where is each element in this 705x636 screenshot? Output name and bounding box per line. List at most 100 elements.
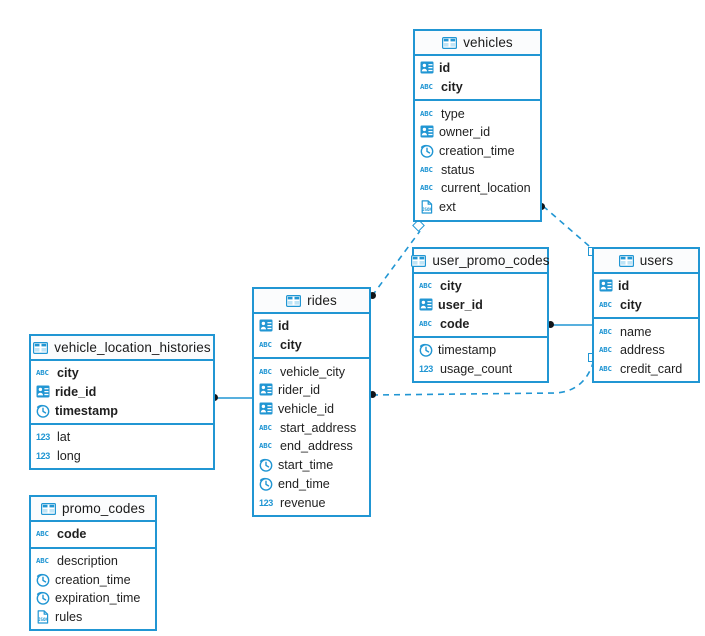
field-label: ext <box>439 200 456 215</box>
field-vehicle_location_histories-lat[interactable]: 123 lat <box>31 428 213 447</box>
table-icon <box>618 254 634 267</box>
table-user_promo_codes[interactable]: user_promo_codes ABC city user_id ABC co… <box>411 247 550 384</box>
field-promo_codes-expiration_time[interactable]: expiration_time <box>31 589 155 608</box>
string-type-icon: ABC <box>259 422 272 432</box>
primary-key-section: id ABC city <box>415 56 540 102</box>
string-type-icon: ABC <box>259 441 272 451</box>
table-header-promo_codes[interactable]: promo_codes <box>31 497 155 522</box>
table-promo_codes[interactable]: promo_codes ABC code ABC description cre… <box>29 495 157 632</box>
field-label: description <box>57 554 118 569</box>
link-vehicles-to-users[interactable] <box>542 205 597 253</box>
clock-icon <box>420 144 434 158</box>
field-rides-start_address[interactable]: ABC start_address <box>254 418 369 437</box>
field-label: start_address <box>280 420 357 435</box>
field-promo_codes-description[interactable]: ABC description <box>31 552 155 571</box>
field-label: revenue <box>280 495 326 510</box>
field-rides-vehicle_city[interactable]: ABC vehicle_city <box>254 362 369 381</box>
clock-icon <box>419 343 433 358</box>
field-users-city[interactable]: ABC city <box>594 296 698 315</box>
table-icon <box>442 36 458 49</box>
table-users[interactable]: users id ABC city ABC name ABC <box>592 247 700 384</box>
field-users-credit_card[interactable]: ABC credit_card <box>594 360 698 379</box>
primary-key-section: id ABC city <box>594 274 698 320</box>
field-vehicles-owner_id[interactable]: owner_id <box>415 123 540 142</box>
field-label: city <box>620 298 642 313</box>
field-label: id <box>278 319 290 334</box>
columns-section: ABC description creation_time expiration… <box>31 549 155 630</box>
clock-icon <box>36 404 50 418</box>
string-type-icon: ABC <box>419 281 432 291</box>
field-rides-vehicle_id[interactable]: vehicle_id <box>254 400 369 419</box>
field-vehicles-creation_time[interactable]: creation_time <box>415 142 540 161</box>
field-label: city <box>441 80 463 95</box>
table-header-vehicles[interactable]: vehicles <box>415 31 540 56</box>
table-vehicle_location_histories[interactable]: vehicle_location_histories ABC city ride… <box>29 334 215 471</box>
table-header-vehicle_location_histories[interactable]: vehicle_location_histories <box>31 336 213 361</box>
field-label: creation_time <box>439 144 515 159</box>
field-user_promo_codes-code[interactable]: ABC code <box>414 314 547 333</box>
table-title: user_promo_codes <box>432 253 550 268</box>
field-rides-end_time[interactable]: end_time <box>254 475 369 494</box>
field-promo_codes-creation_time[interactable]: creation_time <box>31 570 155 589</box>
field-user_promo_codes-timestamp[interactable]: timestamp <box>414 341 547 360</box>
uuid-card-icon <box>36 385 50 399</box>
primary-key-section: ABC city ride_id timestamp <box>31 361 213 426</box>
field-label: start_time <box>278 458 334 473</box>
field-users-name[interactable]: ABC name <box>594 322 698 341</box>
field-label: city <box>57 366 79 381</box>
uuid-card-icon <box>419 298 433 312</box>
field-vehicle_location_histories-city[interactable]: ABC city <box>31 364 213 383</box>
field-label: credit_card <box>620 362 683 377</box>
string-type-icon: ABC <box>599 364 612 374</box>
field-label: status <box>441 162 475 177</box>
field-vehicles-ext[interactable]: JSON ext <box>415 198 540 217</box>
field-user_promo_codes-user_id[interactable]: user_id <box>414 296 547 315</box>
field-user_promo_codes-usage_count[interactable]: 123 usage_count <box>414 360 547 379</box>
field-label: timestamp <box>438 343 497 358</box>
uuid-card-icon <box>259 383 273 397</box>
field-rides-revenue[interactable]: 123 revenue <box>254 493 369 512</box>
field-vehicle_location_histories-timestamp[interactable]: timestamp <box>31 401 213 420</box>
table-icon <box>41 502 57 515</box>
number-type-icon: 123 <box>259 497 273 508</box>
field-users-id[interactable]: id <box>594 277 698 296</box>
field-vehicle_location_histories-ride_id[interactable]: ride_id <box>31 383 213 402</box>
table-rides[interactable]: rides id ABC city ABC vehicle_city <box>252 287 371 517</box>
field-vehicles-status[interactable]: ABC status <box>415 160 540 179</box>
table-vehicles[interactable]: vehicles id ABC city ABC type <box>413 29 542 222</box>
field-label: city <box>440 279 462 294</box>
field-label: end_address <box>280 439 353 454</box>
field-label: owner_id <box>439 125 491 140</box>
field-vehicles-id[interactable]: id <box>415 59 540 78</box>
field-user_promo_codes-city[interactable]: ABC city <box>414 277 547 296</box>
svg-text:JSON: JSON <box>422 207 432 212</box>
field-label: timestamp <box>55 403 118 418</box>
field-label: name <box>620 324 652 339</box>
field-label: type <box>441 106 465 121</box>
table-header-rides[interactable]: rides <box>254 289 369 314</box>
field-label: ride_id <box>55 385 97 400</box>
marker-upc-right <box>547 321 554 328</box>
field-promo_codes-code[interactable]: ABC code <box>31 525 155 544</box>
field-vehicle_location_histories-long[interactable]: 123 long <box>31 447 213 466</box>
field-rides-city[interactable]: ABC city <box>254 336 369 355</box>
table-title: vehicles <box>463 35 513 50</box>
table-header-users[interactable]: users <box>594 249 698 274</box>
field-vehicles-city[interactable]: ABC city <box>415 78 540 97</box>
field-label: vehicle_id <box>278 402 335 417</box>
field-users-address[interactable]: ABC address <box>594 341 698 360</box>
uuid-card-icon <box>599 279 613 293</box>
table-icon <box>411 254 427 267</box>
table-header-user_promo_codes[interactable]: user_promo_codes <box>411 249 550 274</box>
field-vehicles-current_location[interactable]: ABC current_location <box>415 179 540 198</box>
field-promo_codes-rules[interactable]: JSON rules <box>31 608 155 627</box>
field-label: id <box>618 279 630 294</box>
field-label: vehicle_city <box>280 364 346 379</box>
field-rides-rider_id[interactable]: rider_id <box>254 381 369 400</box>
number-type-icon: 123 <box>36 432 50 443</box>
field-vehicles-type[interactable]: ABC type <box>415 104 540 123</box>
field-rides-end_address[interactable]: ABC end_address <box>254 437 369 456</box>
string-type-icon: ABC <box>599 345 612 355</box>
field-rides-id[interactable]: id <box>254 317 369 336</box>
field-rides-start_time[interactable]: start_time <box>254 456 369 475</box>
